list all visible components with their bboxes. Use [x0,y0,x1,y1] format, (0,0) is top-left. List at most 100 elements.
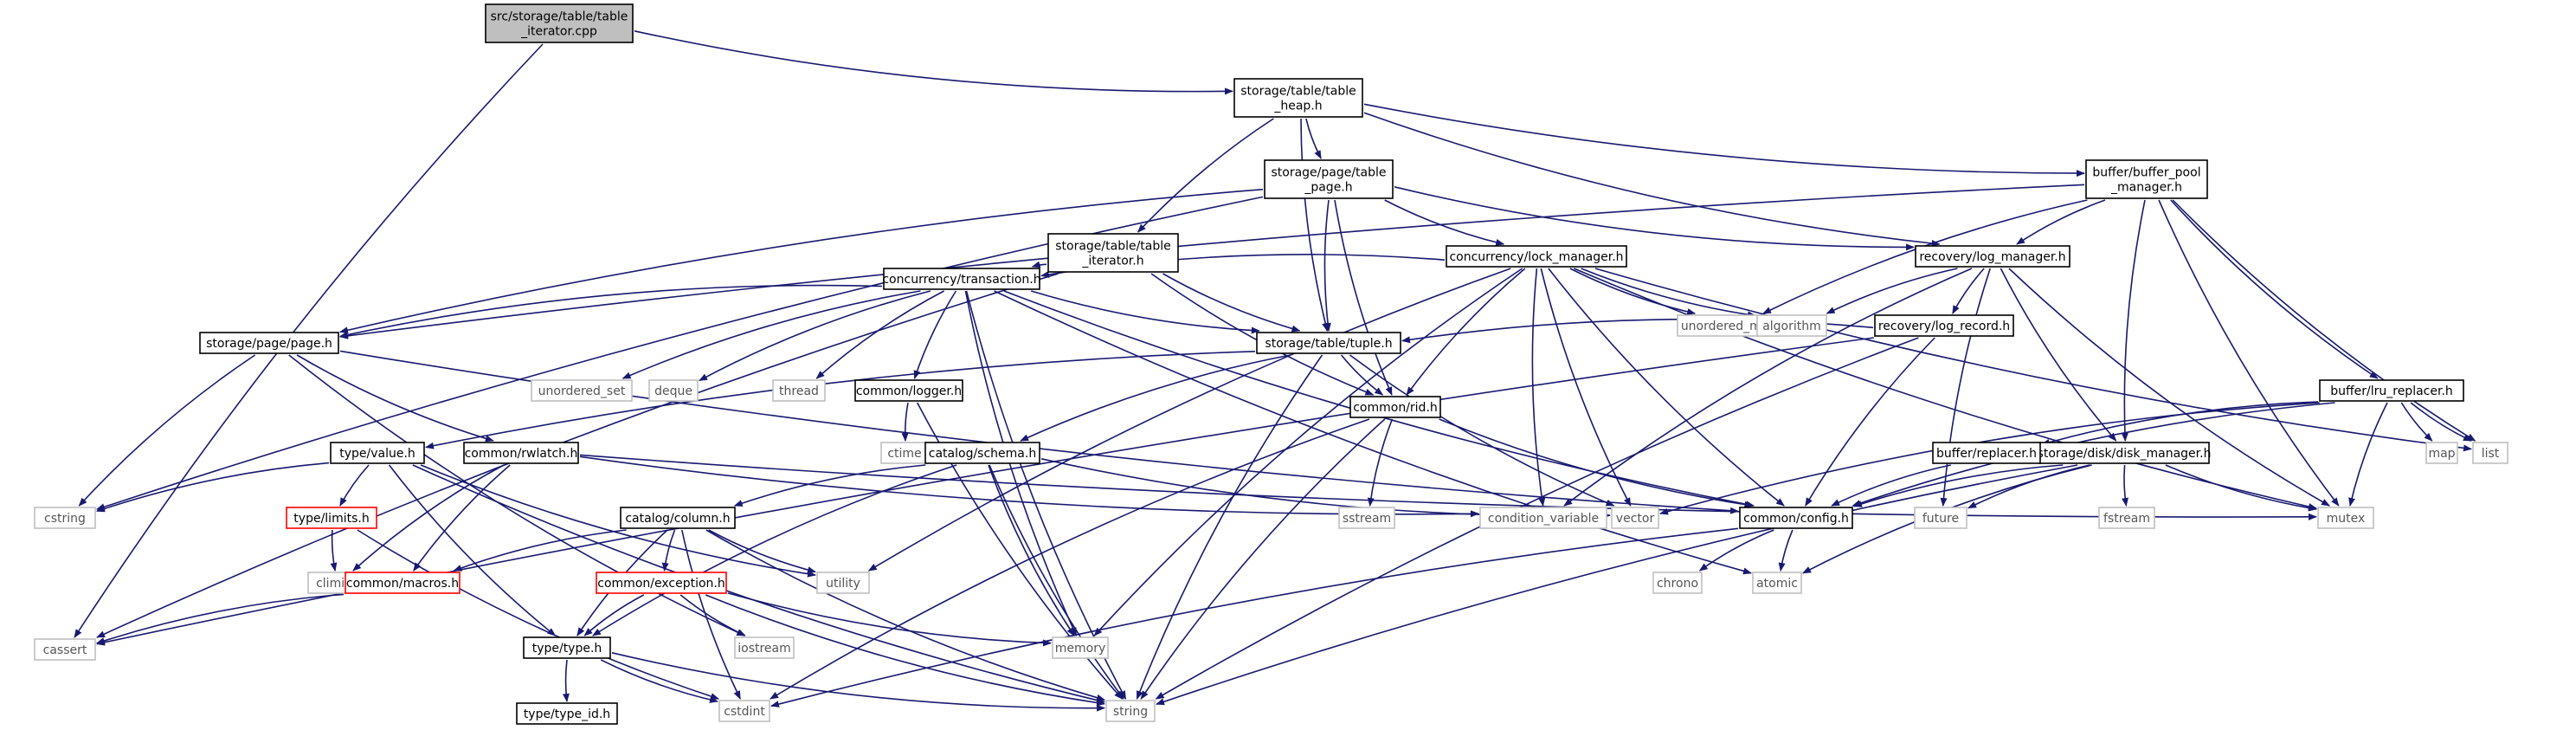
include-edge-column-h-to-utility [708,529,816,574]
node-label: concurrency/lock_manager.h [1449,250,1623,264]
include-edge-exception-h-to-type-h [583,594,645,636]
include-edge-table-page-h-to-page-h [339,188,1264,334]
include-edge-value-h-to-limits-h [339,464,370,507]
node-label: storage/table/tuple.h [1265,337,1392,351]
include-edge-log-manager-h-to-condition-variable [1563,268,1973,507]
include-edge-replacer-h-to-config-h [1831,464,1952,507]
node-rid-h[interactable]: common/rid.h [1349,396,1441,418]
node-label: common/rid.h [1353,401,1438,415]
include-edge-tuple-h-to-vector [1349,354,1615,507]
node-column-h[interactable]: catalog/column.h [620,507,736,529]
include-edge-schema-h-to-memory [988,464,1075,636]
node-ctime: ctime [880,442,929,464]
include-edge-log-record-h-to-string [1155,337,1919,700]
node-rwlatch-h[interactable]: common/rwlatch.h [463,442,579,464]
node-label: catalog/schema.h [929,447,1036,461]
node-label: cassert [43,643,87,657]
node-label: storage/disk/disk_manager.h [2038,447,2212,461]
node-mutex: mutex [2317,507,2374,529]
include-edge-buffer-pool-manager-h-to-list [2172,199,2476,442]
node-future: future [1914,507,1967,529]
node-label: iostream [737,642,791,656]
node-label: condition_variable [1488,512,1599,526]
include-edge-value-h-to-cstring [96,462,330,513]
node-vector: vector [1611,507,1659,529]
include-edge-lock-manager-h-to-config-h [1548,268,1785,507]
node-type-h[interactable]: type/type.h [523,636,611,659]
node-log-record-h[interactable]: recovery/log_record.h [1874,314,2014,337]
node-log-manager-h[interactable]: recovery/log_manager.h [1915,245,2070,268]
node-page-h[interactable]: storage/page/page.h [199,332,339,354]
include-edge-disk-manager-h-to-string [1156,464,2078,706]
node-label: type/limits.h [293,512,369,526]
include-edge-table-heap-h-to-table-iterator-h [1137,118,1274,233]
node-atomic: atomic [1752,572,1802,594]
node-exception-h[interactable]: common/exception.h [596,572,727,594]
node-schema-h[interactable]: catalog/schema.h [924,442,1040,464]
include-edge-lock-manager-h-to-unordered-map [1569,268,1697,315]
node-config-h[interactable]: common/config.h [1739,507,1853,529]
node-label: map [2428,447,2455,461]
node-label: cstring [44,512,86,526]
include-edge-disk-manager-h-to-config-h [1853,464,2064,507]
node-label: src/storage/table/table [491,10,628,24]
node-limits-h[interactable]: type/limits.h [286,507,377,529]
node-table-iterator-h[interactable]: storage/table/table_iterator.h [1047,233,1179,273]
node-tuple-h[interactable]: storage/table/tuple.h [1256,332,1401,354]
node-disk-manager-h[interactable]: storage/disk/disk_manager.h [2038,442,2212,464]
include-edge-lock-manager-h-to-mutex [1573,268,2317,510]
include-edge-rid-h-to-string [1140,418,1386,700]
node-table-page-h[interactable]: storage/page/table_page.h [1264,159,1394,199]
node-label: thread [779,384,819,398]
include-edge-transaction-h-to-tuple-h [1030,290,1260,334]
include-edge-table-heap-h-to-tuple-h [1300,118,1330,332]
node-string: string [1105,700,1156,722]
node-transaction-h[interactable]: concurrency/transaction.h [882,268,1041,290]
node-label: deque [654,384,692,398]
node-label: common/logger.h [856,384,962,398]
include-edge-log-manager-h-to-disk-manager-h [2000,268,2117,442]
include-edge-table-iterator-cpp-to-table-heap-h [634,30,1233,95]
include-edge-table-page-h-to-rid-h [1334,199,1393,396]
node-table-heap-h[interactable]: storage/table/table_heap.h [1233,78,1363,118]
node-lru-replacer-h[interactable]: buffer/lru_replacer.h [2319,379,2464,402]
node-label: common/config.h [1743,512,1849,526]
include-edge-column-h-to-string [705,529,1105,701]
include-edge-tuple-h-to-rid-h [1340,354,1384,396]
node-buffer-pool-manager-h[interactable]: buffer/buffer_pool_manager.h [2085,159,2208,199]
node-label: _heap.h [1273,100,1322,113]
node-lock-manager-h[interactable]: concurrency/lock_manager.h [1446,245,1627,268]
include-edge-transaction-h-to-page-h [339,284,883,339]
node-label: storage/page/page.h [206,337,332,351]
include-edge-schema-h-to-type-h [592,464,957,636]
node-logger-h[interactable]: common/logger.h [854,379,963,402]
include-edge-macros-h-to-cassert [96,593,345,644]
include-edge-table-heap-h-to-table-page-h [1305,118,1322,159]
include-edge-log-record-h-to-cassert [96,337,1874,646]
include-edge-transaction-h-to-logger-h [913,290,957,379]
include-edge-log-manager-h-to-log-record-h [1952,268,1985,314]
include-edge-page-h-to-config-h [339,350,1739,514]
node-type-id-h[interactable]: type/type_id.h [516,702,618,725]
node-chrono: chrono [1652,572,1703,594]
node-cassert: cassert [34,638,96,661]
include-edge-page-h-to-iostream [288,354,746,636]
node-macros-h[interactable]: common/macros.h [345,572,460,594]
include-edge-rid-h-to-sstream [1367,418,1394,507]
include-edge-value-h-to-type-h [388,464,557,636]
include-edge-table-page-h-to-log-manager-h [1394,186,1915,251]
include-edge-buffer-pool-manager-h-to-mutex [2158,199,2340,507]
include-edge-value-h-to-utility [420,464,816,578]
node-replacer-h[interactable]: buffer/replacer.h [1932,442,2041,464]
node-iostream: iostream [734,636,795,659]
node-value-h[interactable]: type/value.h [330,442,425,464]
node-cstdint: cstdint [718,700,770,722]
node-table-iterator-cpp[interactable]: src/storage/table/table_iterator.cpp [485,3,634,43]
include-edge-config-h-to-cstdint [770,527,1739,707]
nodes-layer: src/storage/table/table_iterator.cppstor… [34,3,2508,725]
node-cstring: cstring [34,507,96,529]
node-label: storage/table/table [1240,85,1356,99]
node-label: unordered_set [538,384,626,398]
node-map: map [2425,442,2458,464]
